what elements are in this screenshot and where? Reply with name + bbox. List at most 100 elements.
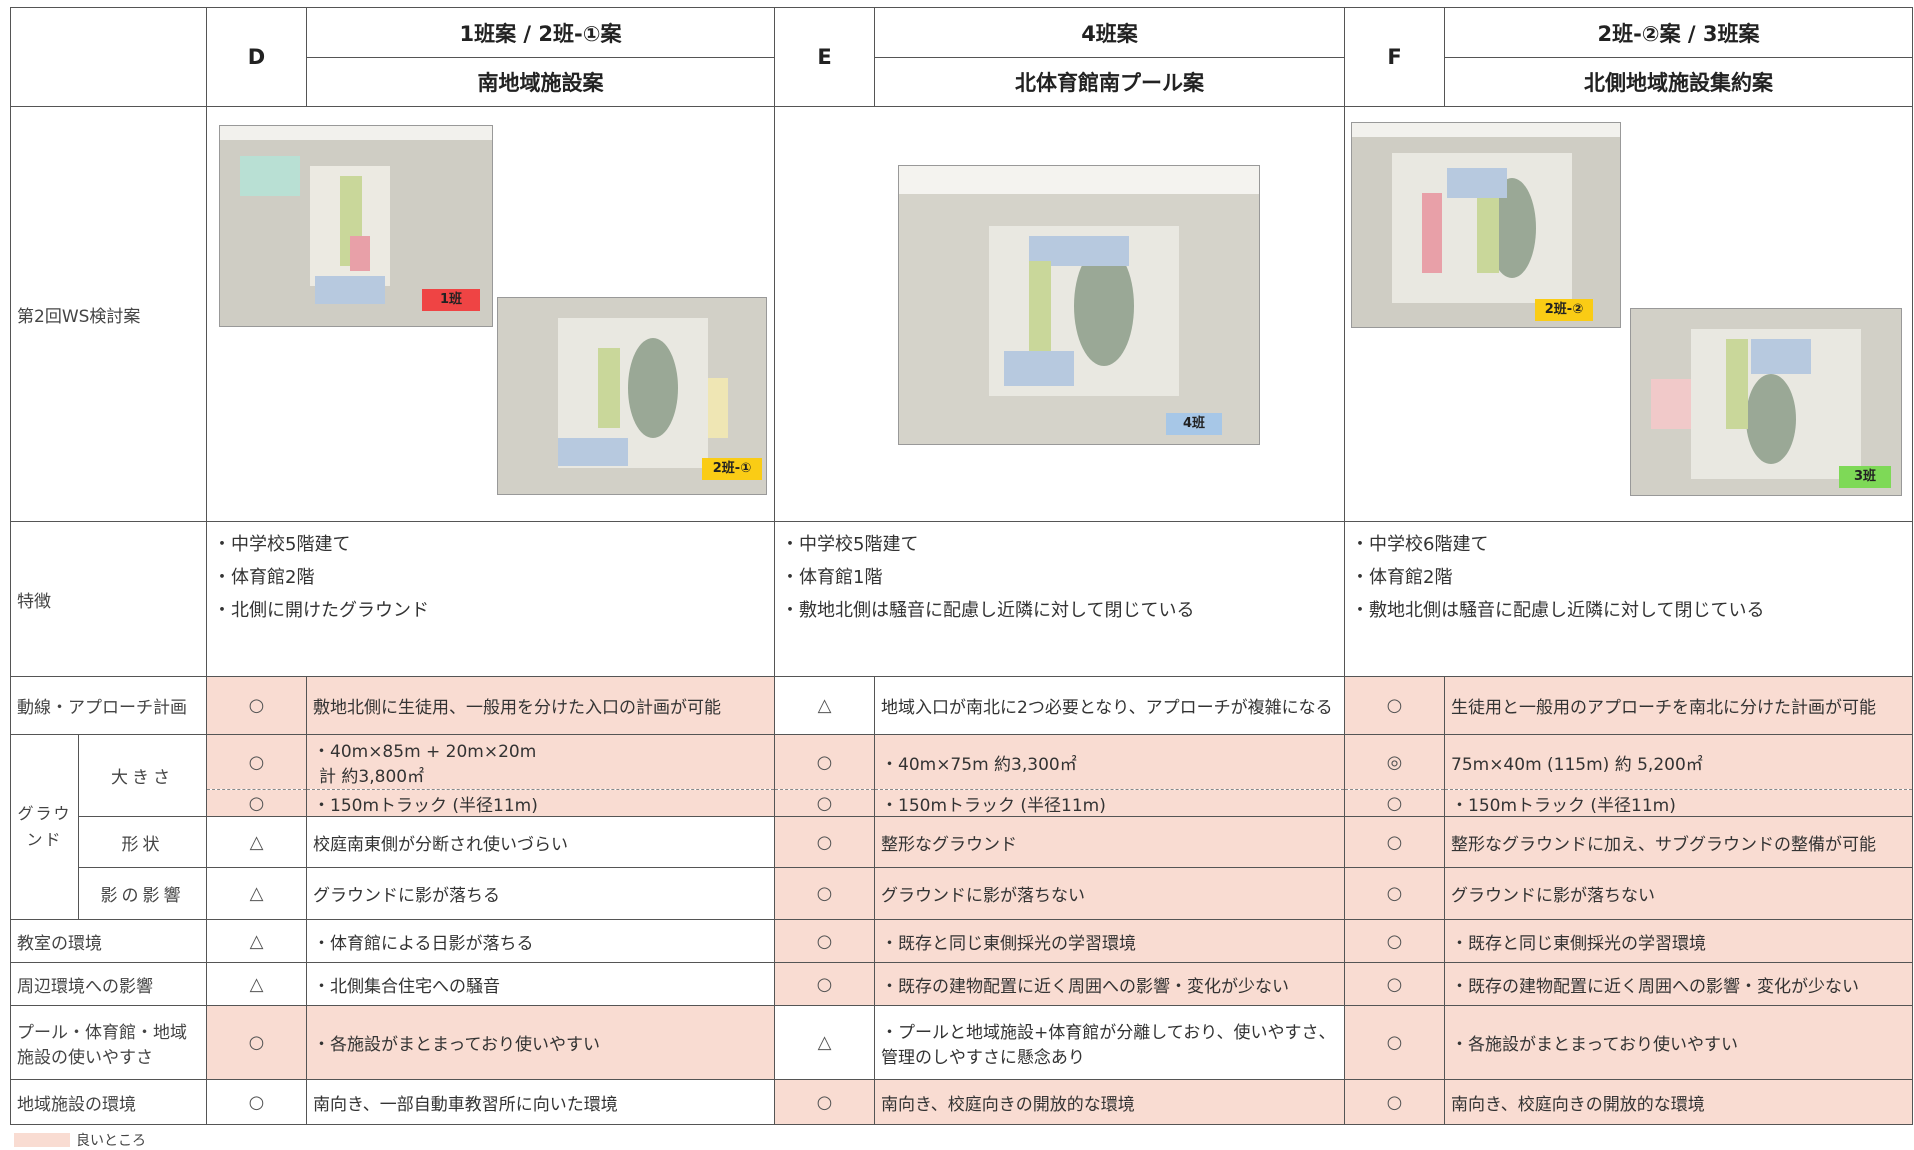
text-f: 75m×40m (115m) 約 5,200㎡ <box>1444 734 1913 790</box>
text-e: ・プールと地域施設+体育館が分離しており、使いやすさ、管理のしやすさに懸念あり <box>874 1005 1345 1080</box>
text-e: グラウンドに影が落ちない <box>874 867 1345 920</box>
row-facility: 地域施設の環境 ○ 南向き、一部自動車教習所に向いた環境 ○ 南向き、校庭向きの… <box>10 1079 1913 1125</box>
ground-label: グラウンド <box>10 734 79 920</box>
mark-f: ○ <box>1344 962 1445 1006</box>
legend-label: 良いところ <box>76 1133 146 1149</box>
row-classroom: 教室の環境 △ ・体育館による日影が落ちる ○ ・既存と同じ東側採光の学習環境 … <box>10 919 1913 963</box>
col-f-name: 北側地域施設集約案 <box>1444 57 1913 107</box>
col-e-plan: 4班案 <box>874 7 1345 58</box>
col-f-letter: F <box>1344 7 1445 107</box>
feature-line: ・体育館2階 <box>213 567 315 588</box>
mark-d: △ <box>206 816 307 868</box>
text-e: 整形なグラウンド <box>874 816 1345 868</box>
row-label: 大きさ <box>78 734 207 817</box>
text-e: ・150mトラック (半径11m) <box>874 789 1345 817</box>
col-d-name: 南地域施設案 <box>306 57 775 107</box>
row-label: プール・体育館・地域施設の使いやすさ <box>10 1005 207 1080</box>
ws-photo-3 <box>898 165 1260 445</box>
mark-e: ○ <box>774 919 875 963</box>
row-label: 地域施設の環境 <box>10 1079 207 1125</box>
mark-f: ○ <box>1344 676 1445 735</box>
text-f: グラウンドに影が落ちない <box>1444 867 1913 920</box>
text-e: 南向き、校庭向きの開放的な環境 <box>874 1079 1345 1125</box>
text-e: ・40m×75m 約3,300㎡ <box>874 734 1345 790</box>
legend-swatch <box>14 1133 70 1147</box>
mark-e: ○ <box>774 734 875 790</box>
feature-line: ・中学校5階建て <box>213 534 351 555</box>
text-f: 整形なグラウンドに加え、サブグラウンドの整備が可能 <box>1444 816 1913 868</box>
mark-e: ○ <box>774 867 875 920</box>
text-f: ・既存と同じ東側採光の学習環境 <box>1444 919 1913 963</box>
mark-e: ○ <box>774 816 875 868</box>
mark-d: △ <box>206 962 307 1006</box>
mark-d: △ <box>206 867 307 920</box>
text-d: 南向き、一部自動車教習所に向いた環境 <box>306 1079 775 1125</box>
feature-line: ・敷地北側は騒音に配慮し近隣に対して閉じている <box>1351 600 1765 621</box>
col-e-letter: E <box>774 7 875 107</box>
row-size: グラウンド 大きさ ○ ・40m×85m + 20m×20m 計 約3,800㎡… <box>10 734 1913 920</box>
mark-d: ○ <box>206 676 307 735</box>
row-shadow: 影の影響 △ グラウンドに影が落ちる ○ グラウンドに影が落ちない ○ グラウン… <box>11 867 1913 920</box>
text-f: ・150mトラック (半径11m) <box>1444 789 1913 817</box>
row-surround: 周辺環境への影響 △ ・北側集合住宅への騒音 ○ ・既存の建物配置に近く周囲への… <box>10 962 1913 1006</box>
ws-tag-3: 4班 <box>1166 413 1222 435</box>
mark-e: ○ <box>774 789 875 817</box>
mark-e: ○ <box>774 962 875 1006</box>
mark-e: △ <box>774 1005 875 1080</box>
mark-f: ○ <box>1344 1079 1445 1125</box>
row-label: 影の影響 <box>78 867 207 920</box>
text-d: 敷地北側に生徒用、一般用を分けた入口の計画が可能 <box>306 676 775 735</box>
text-d: ・体育館による日影が落ちる <box>306 919 775 963</box>
text-d: ・150mトラック (半径11m) <box>306 789 775 817</box>
features-f: ・中学校6階建て ・体育館2階 ・敷地北側は騒音に配慮し近隣に対して閉じている <box>1344 521 1913 677</box>
mark-f: ○ <box>1344 789 1445 817</box>
site-plan-image <box>899 166 1259 444</box>
mark-f: ◎ <box>1344 734 1445 790</box>
row-label: 動線・アプローチ計画 <box>10 676 207 735</box>
mark-f: ○ <box>1344 919 1445 963</box>
text-f: ・既存の建物配置に近く周囲への影響・変化が少ない <box>1444 962 1913 1006</box>
text-d: ・各施設がまとまっており使いやすい <box>306 1005 775 1080</box>
row-shape: 形状 △ 校庭南東側が分断され使いづらい ○ 整形なグラウンド ○ 整形なグラウ… <box>11 816 1913 868</box>
text-e: ・既存と同じ東側採光の学習環境 <box>874 919 1345 963</box>
mark-e: △ <box>774 676 875 735</box>
feature-line: ・体育館2階 <box>1351 567 1453 588</box>
text-d: ・北側集合住宅への騒音 <box>306 962 775 1006</box>
mark-d: ○ <box>206 789 307 817</box>
feature-line: ・中学校5階建て <box>781 534 919 555</box>
comparison-table: D 1班案 / 2班-①案 E 4班案 F 2班-②案 / 3班案 南地域施設案… <box>10 7 1913 1125</box>
size-line: 計 約3,800㎡ <box>319 767 425 787</box>
ws-photo-5 <box>1630 308 1902 496</box>
ws-label: 第2回WS検討案 <box>10 106 207 522</box>
feature-line: ・体育館1階 <box>781 567 883 588</box>
row-label: 周辺環境への影響 <box>10 962 207 1006</box>
mark-f: ○ <box>1344 867 1445 920</box>
text-d: ・40m×85m + 20m×20m 計 約3,800㎡ <box>306 734 775 790</box>
text-e: ・既存の建物配置に近く周囲への影響・変化が少ない <box>874 962 1345 1006</box>
features-label: 特徴 <box>10 521 207 677</box>
row-usability: プール・体育館・地域施設の使いやすさ ○ ・各施設がまとまっており使いやすい △… <box>10 1005 1913 1080</box>
mark-f: ○ <box>1344 1005 1445 1080</box>
feature-line: ・北側に開けたグラウンド <box>213 600 429 621</box>
mark-d: ○ <box>206 1005 307 1080</box>
text-d: グラウンドに影が落ちる <box>306 867 775 920</box>
features-e: ・中学校5階建て ・体育館1階 ・敷地北側は騒音に配慮し近隣に対して閉じている <box>774 521 1345 677</box>
ws-tag-1: 1班 <box>422 289 480 311</box>
mark-f: ○ <box>1344 816 1445 868</box>
mark-d: ○ <box>206 1079 307 1125</box>
ws-tag-4: 2班-② <box>1535 299 1593 321</box>
row-label: 形状 <box>78 816 207 868</box>
legend: 良いところ <box>12 1131 1902 1149</box>
header-blank <box>10 7 207 107</box>
site-plan-image <box>1352 123 1620 327</box>
feature-line: ・中学校6階建て <box>1351 534 1489 555</box>
mark-d: △ <box>206 919 307 963</box>
features-d: ・中学校5階建て ・体育館2階 ・北側に開けたグラウンド <box>206 521 775 677</box>
site-plan-image <box>1631 309 1901 495</box>
col-f-plan: 2班-②案 / 3班案 <box>1444 7 1913 58</box>
text-f: ・各施設がまとまっており使いやすい <box>1444 1005 1913 1080</box>
mark-d: ○ <box>206 734 307 790</box>
text-e: 地域入口が南北に2つ必要となり、アプローチが複雑になる <box>874 676 1345 735</box>
feature-line: ・敷地北側は騒音に配慮し近隣に対して閉じている <box>781 600 1195 621</box>
ws-photo-4 <box>1351 122 1621 328</box>
